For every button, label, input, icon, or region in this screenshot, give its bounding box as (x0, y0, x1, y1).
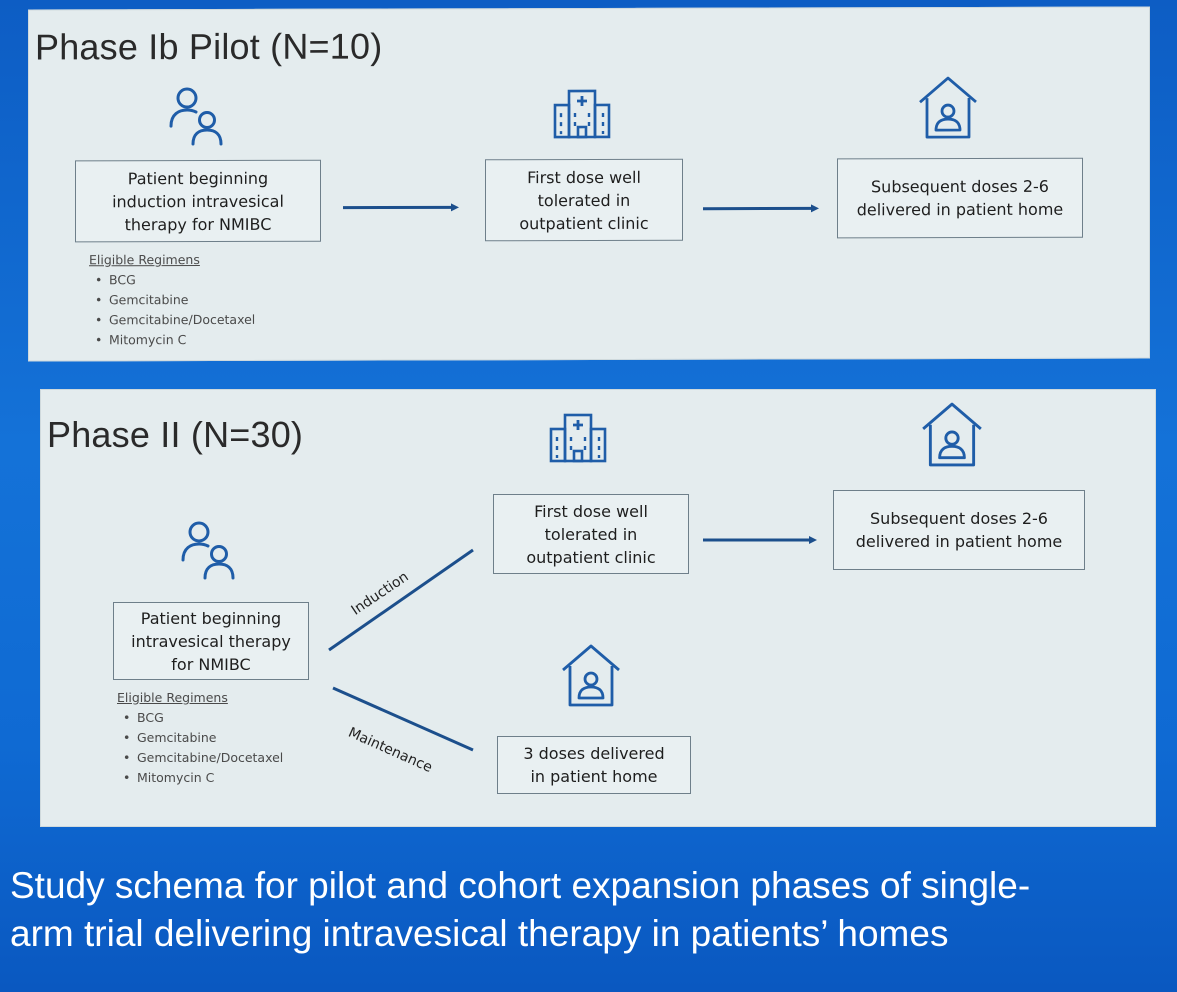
patient-beginning-label: Patient beginning intravesical therapy f… (131, 608, 291, 674)
hospital-icon (549, 410, 607, 466)
home-icon (919, 400, 985, 468)
regimen-item: Mitomycin C (123, 768, 283, 788)
regimen-item: Gemcitabine (95, 290, 255, 310)
subsequent-doses-home-box: Subsequent doses 2-6 delivered in patien… (837, 157, 1083, 239)
first-dose-clinic-label: First dose well tolerated in outpatient … (526, 501, 656, 567)
regimen-item: Gemcitabine/Docetaxel (123, 748, 283, 768)
arrow-patient-to-clinic (341, 199, 461, 212)
home-icon (559, 642, 623, 708)
phase-ib-title: Phase Ib Pilot (N=10) (35, 25, 383, 68)
phase-ii-panel: Phase II (N=30) (40, 389, 1156, 827)
regimen-item: Gemcitabine/Docetaxel (95, 310, 255, 330)
first-dose-clinic-label: First dose well tolerated in outpatient … (519, 167, 649, 233)
hospital-icon (553, 89, 611, 139)
subsequent-doses-home-label: Subsequent doses 2-6 delivered in patien… (856, 176, 1064, 220)
eligible-regimens-header: Eligible Regimens (117, 690, 228, 705)
phase-ii-title: Phase II (N=30) (47, 414, 304, 455)
person-icon (177, 516, 241, 580)
subsequent-doses-home-label: Subsequent doses 2-6 delivered in patien… (855, 509, 1063, 551)
phase-ii-connectors (328, 536, 817, 752)
maintenance-line (332, 686, 474, 752)
regimen-item: BCG (123, 708, 283, 728)
person-icon (165, 82, 229, 146)
arrow-clinic-to-home (701, 200, 821, 213)
regimen-item: Gemcitabine (123, 728, 283, 748)
patient-beginning-label: Patient beginning induction intravesical… (112, 168, 284, 234)
eligible-regimens-header: Eligible Regimens (89, 252, 200, 268)
first-dose-clinic-box: First dose well tolerated in outpatient … (493, 494, 689, 574)
subsequent-doses-home-box: Subsequent doses 2-6 delivered in patien… (833, 490, 1085, 570)
home-icon (916, 74, 980, 140)
regimen-item: BCG (95, 270, 255, 290)
induction-line (328, 548, 474, 652)
phase-ib-panel: Phase Ib Pilot (N=10) Patient beginning … (28, 6, 1150, 362)
patient-beginning-box: Patient beginning intravesical therapy f… (113, 602, 309, 680)
first-dose-clinic-box: First dose well tolerated in outpatient … (485, 158, 683, 242)
maintenance-doses-home-box: 3 doses delivered in patient home (497, 736, 691, 794)
maintenance-doses-home-label: 3 doses delivered in patient home (523, 744, 665, 786)
eligible-regimens-list: Eligible Regimens BCG Gemcitabine Gemcit… (89, 250, 255, 350)
slide-caption: Study schema for pilot and cohort expans… (10, 865, 1031, 954)
eligible-regimens-list: Eligible Regimens BCG Gemcitabine Gemcit… (117, 688, 283, 788)
patient-beginning-box: Patient beginning induction intravesical… (75, 159, 321, 243)
regimen-item: Mitomycin C (95, 330, 255, 350)
